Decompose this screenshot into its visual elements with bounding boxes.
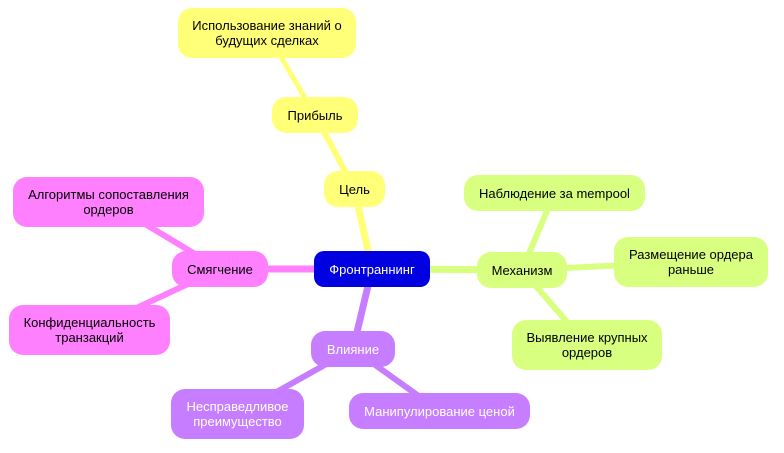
node-mechanism[interactable]: Механизм [477, 252, 567, 288]
node-mitigation[interactable]: Смягчение [172, 251, 268, 287]
node-mempool-observation[interactable]: Наблюдение за mempool [464, 175, 645, 211]
node-future-trades-knowledge[interactable]: Использование знаний о будущих сделках [178, 8, 356, 58]
node-price-manipulation[interactable]: Манипулирование ценой [349, 393, 530, 429]
node-transaction-privacy[interactable]: Конфиденциальность транзакций [9, 305, 170, 355]
node-matching-algorithms[interactable]: Алгоритмы сопоставления ордеров [13, 177, 204, 227]
node-frontrunning[interactable]: Фронтраннинг [314, 251, 430, 287]
node-goal[interactable]: Цель [324, 171, 385, 207]
node-unfair-advantage[interactable]: Несправедливое преимущество [171, 389, 304, 439]
node-profit[interactable]: Прибыль [272, 97, 358, 133]
node-impact[interactable]: Влияние [311, 331, 395, 367]
node-place-order-earlier[interactable]: Размещение ордера раньше [614, 237, 768, 287]
node-detect-large-orders[interactable]: Выявление крупных ордеров [512, 320, 662, 370]
